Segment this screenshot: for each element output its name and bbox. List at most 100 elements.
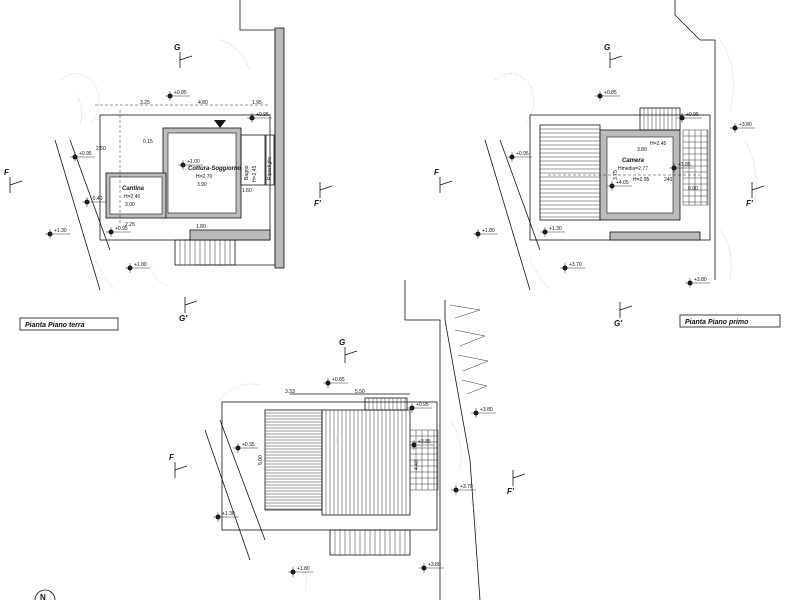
retaining-wall-hatch [274,27,285,269]
roof-section-top [364,397,408,411]
level-value: +3.80 [428,562,441,568]
level-value: +3.80 [739,122,752,128]
plan-title-box [679,314,781,328]
compass-circle [34,589,56,600]
dimension: 3.25 [140,100,150,106]
ripostiglio-outline [265,134,275,186]
section-label: F' [746,199,754,208]
dimension: 4.80 [198,100,208,106]
level-value: +4.05 [616,180,629,186]
terrain-edge [444,300,481,600]
roof-hatch [539,124,601,221]
level-value: +1.30 [549,226,562,232]
terrain-hatch [449,304,489,395]
room-label: Camera [622,158,645,164]
section-label: G' [179,314,188,323]
dimension: 3.00 [125,202,135,208]
plan-title: Pianta Piano primo [685,319,749,326]
dimension: 240 [664,177,673,183]
level-value: +3.80 [480,407,493,413]
room-label: Ripostiglio [267,157,273,180]
room-cantina [109,176,163,215]
section-label: G' [614,319,623,328]
dimension: H=2.45 [650,141,666,147]
level-value: +0.85 [174,90,187,96]
terrain-edge [204,429,251,561]
room-height: Hmedia=2,77 [618,166,648,172]
grid-frame [682,129,709,206]
level-value: +3.80 [694,277,707,283]
dimension: 0.90 [688,186,698,192]
level-value: +1.80 [482,228,495,234]
section-label: G [174,43,180,52]
terrace-grid [409,429,439,491]
dimension: 2.50 [96,146,106,152]
terrain-edge [54,139,101,291]
level-value: +3.70 [460,484,473,490]
dimension: 1.95 [252,100,262,106]
section-label: G [339,338,345,347]
level-value: +0.95 [416,402,429,408]
dimension: 3.75 [613,170,619,180]
section-arrow-icon [609,55,623,61]
level-value: +3.70 [569,262,582,268]
level-markers: +0.85+0.95+3.85+3.80+0.95+3.70+1.30+1.80… [213,377,496,577]
section-arrow-icon [9,180,23,186]
section-label: F [4,168,10,177]
section-arrow-icon [439,180,453,186]
level-value: +0.95 [79,151,92,157]
level-value: +0.95 [516,151,529,157]
dimension: 2.25 [125,222,135,228]
plan-title-box [19,317,119,331]
room-height: H=2,40 [124,194,140,200]
level-markers: +0.85+0.95+0.95+1.00-0.40+0.95+1.30+1.80 [45,90,272,273]
section-label: F' [507,487,515,496]
wall-south [189,229,271,241]
dimension: 0.15 [143,139,153,145]
roof-section-right [321,409,411,516]
dimension: 4.40 [414,460,420,470]
level-value: +0.95 [115,226,128,232]
level-value: +0.85 [604,90,617,96]
dimension: H=2.95 [633,177,649,183]
section-arrow-icon [179,55,193,61]
level-value: -0.40 [91,196,103,202]
dimension: 5.50 [355,389,365,395]
level-markers: +0.85+0.95+3.85+4.05+0.95+1.30+1.80+3.70… [473,90,755,288]
roof-section-left [264,409,323,511]
room-cottura [167,132,237,214]
dimension: 3.33 [285,389,295,395]
room-label: Cottura-Soggiorno [188,166,242,172]
room-label: Bagno [244,165,250,180]
level-value: +0.85 [332,377,345,383]
level-value: +0.95 [242,442,255,448]
dimension: 3.90 [197,182,207,188]
stairs [329,529,411,556]
north-label: N [40,593,46,600]
section-arrow-icon [344,350,358,356]
section-arrow-icon [319,185,333,191]
room-label: Cantina [122,186,145,192]
section-label: F [434,168,440,177]
north-arrow-icon: N [34,589,56,600]
level-value: +1.00 [187,159,200,165]
room-height: H=2,45 [252,166,258,182]
first-floor-plan: Camera Hmedia=2,77 3.80 H=2.45 H=2.95 3.… [473,0,781,328]
wall-south [609,231,701,241]
balcony [639,107,681,131]
section-arrow-icon [512,473,526,479]
section-arrow-icon [174,465,188,471]
section-label: G [604,43,610,52]
level-value: +0.95 [686,112,699,118]
dimension: 1.80 [196,224,206,230]
section-label: F' [314,199,322,208]
bagno-outline [240,134,266,186]
level-value: +1.80 [297,566,310,572]
ground-floor-plan: Cottura-Soggiorno H=2,70 Cantina H=2,40 … [19,0,285,331]
terrain-edge [499,139,541,251]
retaining-wall-outline [674,0,716,280]
